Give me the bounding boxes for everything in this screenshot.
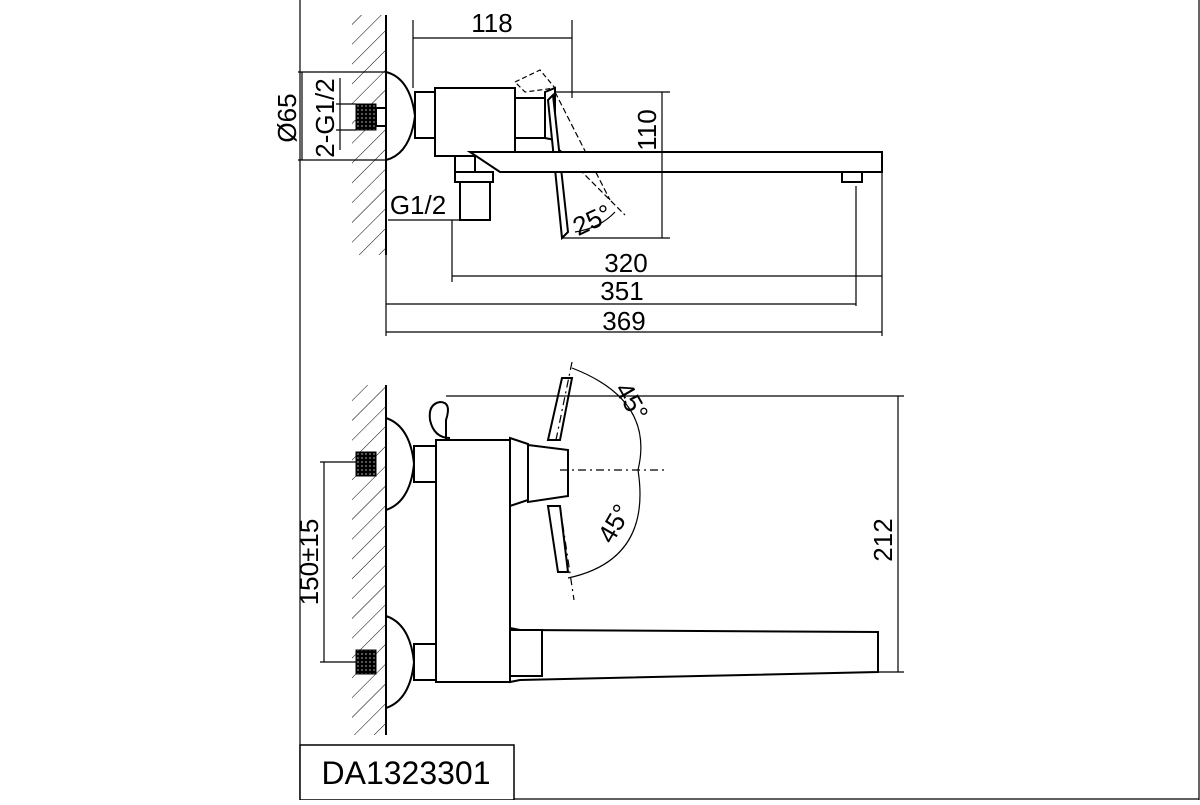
side-mixer-body: [434, 87, 516, 157]
dim-45-lower-arc: [567, 469, 641, 579]
title-block: [299, 744, 515, 801]
side-spout-joint: [454, 155, 476, 173]
dim-150-label: 150±15: [294, 519, 324, 606]
top-lower-inlet-knurl: [355, 649, 377, 675]
side-inlet-nut: [375, 107, 387, 127]
top-handle-upper-axis: [555, 361, 573, 441]
dim-118-label: 118: [471, 8, 512, 38]
side-handle-swing-dashed-2: [559, 149, 626, 216]
top-upper-inlet-knurl: [355, 451, 377, 477]
side-view: 118 Ø65 2-G1/2 110 G1/2 25° 320 351: [272, 8, 883, 336]
top-handle-upper: [546, 377, 574, 441]
dim-45-lower-label: 45°: [591, 499, 637, 548]
top-handle-hub: [527, 443, 569, 504]
dim-outlet-label: G1/2: [390, 190, 446, 220]
dim-45-upper-label: 45°: [609, 377, 655, 426]
top-spout-joint: [509, 629, 543, 677]
dim-351-label: 351: [600, 276, 643, 306]
dim-25-arc: [574, 211, 616, 233]
dim-25-label: 25°: [568, 198, 616, 242]
side-eccentric-nut: [414, 91, 436, 139]
dim-45-upper-arc: [571, 367, 642, 471]
dim-320-label: 320: [604, 248, 647, 278]
top-upper-nut: [413, 445, 437, 483]
top-handle-lower-axis: [559, 505, 575, 601]
side-flange-cover: [385, 70, 417, 162]
side-cartridge-cap: [514, 97, 546, 139]
dim-212-label: 212: [868, 518, 898, 561]
top-mixer-body: [435, 439, 511, 683]
side-inlet-knurl: [355, 103, 377, 131]
dim-inlet-label: 2-G1/2: [310, 78, 340, 158]
top-handle-lower: [546, 505, 570, 573]
dim-dia-label: Ø65: [272, 93, 302, 142]
top-cartridge-cap: [509, 436, 529, 508]
side-wall-hatch: [352, 15, 386, 255]
top-lower-nut: [413, 643, 437, 681]
side-handle-raised-dashed: [513, 69, 557, 93]
side-outlet-fitting: [459, 181, 491, 221]
top-view: 45° 45° 150±15 212: [294, 361, 904, 735]
side-outlet-collar: [454, 171, 494, 183]
top-shower-hook: [428, 400, 451, 440]
top-wall-hatch: [352, 385, 386, 735]
top-upper-flange: [385, 416, 416, 512]
side-spout: [466, 151, 883, 173]
side-aerator: [841, 171, 863, 183]
top-lower-flange: [385, 614, 416, 710]
top-spout: [509, 626, 879, 684]
model-code: DA1323301: [321, 755, 490, 791]
side-handle-swing-dashed: [554, 91, 611, 201]
dim-369-label: 369: [602, 306, 645, 336]
dim-110-label: 110: [632, 109, 662, 150]
